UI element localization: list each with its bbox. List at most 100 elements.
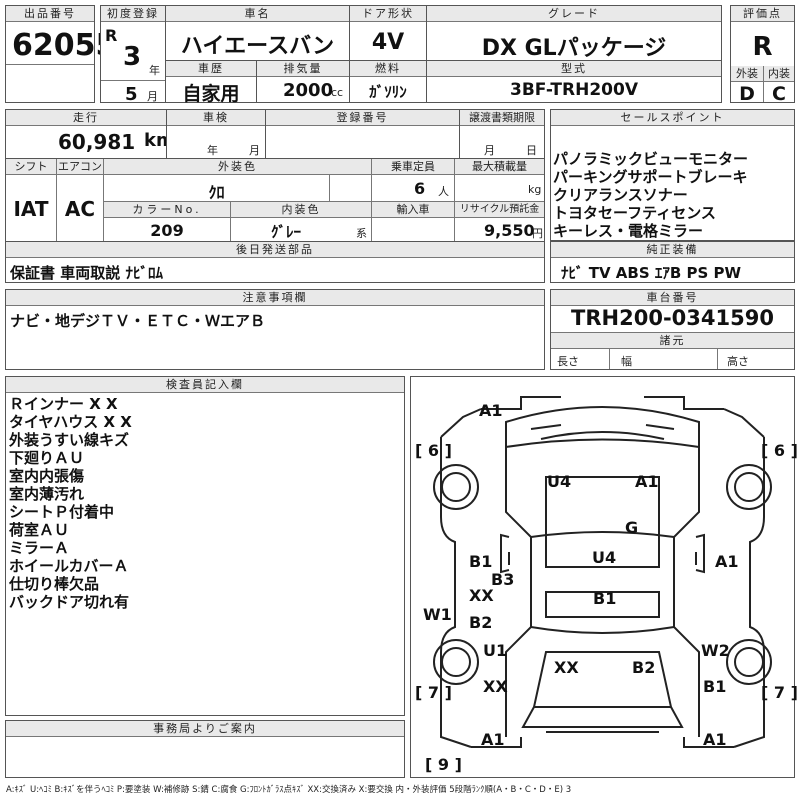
later-parts-box: 後日発送部品 保証書 車両取説 ﾅﾋﾞﾛﾑ <box>5 241 545 283</box>
inspector-note: 下廻りＡＵ <box>9 449 85 467</box>
aircon: AC <box>64 197 96 221</box>
shift: IAT <box>13 197 49 221</box>
inspector-box: 検査員記入欄 Ｒインナー X X タイヤハウス X X 外装うすい線キズ 下廻り… <box>5 376 405 716</box>
car-name-box: 車名 ハイエースバン <box>165 5 350 61</box>
capacity: 6 <box>414 179 426 198</box>
office-box: 事務局よりご案内 <box>5 720 405 778</box>
chassis-label: 車台番号 <box>551 290 794 306</box>
office-label: 事務局よりご案内 <box>6 721 404 737</box>
sales-point: キーレス・電格ミラー <box>553 222 704 240</box>
fuel: ｶﾞｿﾘﾝ <box>369 83 407 101</box>
displacement-label: 排気量 <box>257 61 349 77</box>
damage-mark: A1 <box>703 730 727 749</box>
import-label: 輸入車 <box>372 202 454 218</box>
damage-mark: B3 <box>491 570 515 589</box>
chassis-box: 車台番号 TRH200-0341590 諸元 長さ 幅 高さ <box>550 289 795 370</box>
first-registration-box: 初度登録 R 3 年 5 月 <box>100 5 166 105</box>
max-load-label: 最大積載量 <box>455 159 544 175</box>
grade-box: グレード DX GLパッケージ <box>426 5 722 61</box>
int-color: ｸﾞﾚｰ <box>270 223 301 241</box>
fuel-box: 燃料 ｶﾞｿﾘﾝ <box>349 60 427 103</box>
inspector-note: ミラーＡ <box>9 539 70 557</box>
inspector-notes: Ｒインナー X X タイヤハウス X X 外装うすい線キズ 下廻りＡＵ 室内内張… <box>9 395 132 611</box>
mileage-label: 走行 <box>6 110 166 126</box>
inspection-month-unit: 月 <box>249 144 260 157</box>
sales-points-list: パノラミックビューモニター パーキングサポートブレーキ クリアランスソナー トヨ… <box>553 150 748 240</box>
door-label: ドア形状 <box>350 6 426 22</box>
sales-point: トヨタセーフティセンス <box>553 204 716 222</box>
displacement-unit: cc <box>331 86 344 99</box>
exterior-score: D <box>739 83 755 105</box>
registration-label: 登録番号 <box>266 110 459 126</box>
transfer-label: 譲渡書類期限 <box>460 110 544 126</box>
color-no: 209 <box>150 221 184 240</box>
notes-label: 注意事項欄 <box>6 290 544 306</box>
damage-mark: XX <box>469 586 494 605</box>
factory-equip: ﾅﾋﾞ TV ABS ｴｱB PS PW <box>561 264 742 282</box>
ext-color: ｸﾛ <box>208 183 225 202</box>
max-load-unit: kg <box>528 183 542 196</box>
damage-mark: XX <box>483 677 508 696</box>
car-name-label: 車名 <box>166 6 349 22</box>
notes: ナビ・地デジＴＶ・ＥＴＣ・ＷエアＢ <box>10 312 266 330</box>
mileage-box: 走行 60,981 km <box>5 109 175 159</box>
transfer-box: 譲渡書類期限 月 日 <box>459 109 545 159</box>
damage-mark: G <box>625 518 639 537</box>
displacement-box: 排気量 2000 cc <box>256 60 350 103</box>
damage-mark: U4 <box>547 472 572 491</box>
damage-mark: B2 <box>632 658 656 677</box>
history-label: 車歴 <box>166 61 256 77</box>
damage-mark: U1 <box>483 641 508 660</box>
registration-box: 登録番号 <box>265 109 460 159</box>
aircon-label: エアコン <box>57 159 103 175</box>
lot-box: 出品番号 62055 <box>5 5 116 103</box>
factory-equip-box: 純正装備 ﾅﾋﾞ TV ABS ｴｱB PS PW <box>550 241 795 283</box>
height-label: 高さ <box>727 355 749 368</box>
displacement: 2000 <box>283 80 334 101</box>
recycle-fee: 9,550 <box>484 221 535 240</box>
grade: DX GLパッケージ <box>481 36 667 61</box>
history-box: 車歴 自家用 <box>165 60 257 105</box>
damage-mark: B1 <box>593 589 617 608</box>
length-label: 長さ <box>557 355 579 368</box>
factory-equip-label: 純正装備 <box>551 242 794 258</box>
damage-mark: A1 <box>479 401 503 420</box>
inspector-note: シートＰ付着中 <box>9 503 115 521</box>
color-no-label: カラーNo. <box>104 202 230 218</box>
lot-label: 出品番号 <box>6 6 94 22</box>
specs-label: 諸元 <box>551 332 794 349</box>
bracket-right-7: [ 7 ] <box>761 683 798 702</box>
chassis-number: TRH200-0341590 <box>571 306 774 330</box>
recycle-unit: 円 <box>532 227 543 240</box>
later-parts-label: 後日発送部品 <box>6 242 544 258</box>
notes-box: 注意事項欄 ナビ・地デジＴＶ・ＥＴＣ・ＷエアＢ <box>5 289 545 370</box>
year-unit: 年 <box>149 64 160 77</box>
sales-points-label: セールスポイント <box>551 110 794 126</box>
int-color-label: 内装色 <box>231 202 371 218</box>
later-parts: 保証書 車両取説 ﾅﾋﾞﾛﾑ <box>10 264 163 282</box>
model-code: 3BF-TRH200V <box>510 80 638 100</box>
damage-mark: B1 <box>703 677 727 696</box>
inspector-label: 検査員記入欄 <box>6 377 404 393</box>
lot-number: 62055 <box>12 28 117 63</box>
score-label: 評価点 <box>731 6 794 22</box>
damage-mark: B2 <box>469 613 493 632</box>
damage-mark: A1 <box>481 730 505 749</box>
inspection-year-unit: 年 <box>207 144 218 157</box>
inspector-note: Ｒインナー X X <box>9 395 118 413</box>
score: R <box>752 32 773 62</box>
grade-label: グレード <box>427 6 721 22</box>
inspection-box: 車検 年 月 <box>166 109 266 159</box>
ext-color-label: 外装色 <box>104 159 371 175</box>
car-name: ハイエースバン <box>180 34 335 59</box>
inspector-note: タイヤハウス X X <box>9 413 132 431</box>
shift-label: シフト <box>6 159 56 175</box>
history: 自家用 <box>182 83 240 105</box>
bracket-left-7: [ 7 ] <box>415 683 452 702</box>
damage-diagram: [ 6 ] [ 6 ] [ 7 ] [ 7 ] [ 9 ] A1 U4 A1 G… <box>410 376 798 778</box>
damage-mark: A1 <box>715 552 739 571</box>
inspector-note: 荷室ＡＵ <box>9 521 70 539</box>
bracket-9: [ 9 ] <box>425 755 462 774</box>
capacity-unit: 人 <box>438 185 449 198</box>
fuel-label: 燃料 <box>350 61 426 77</box>
